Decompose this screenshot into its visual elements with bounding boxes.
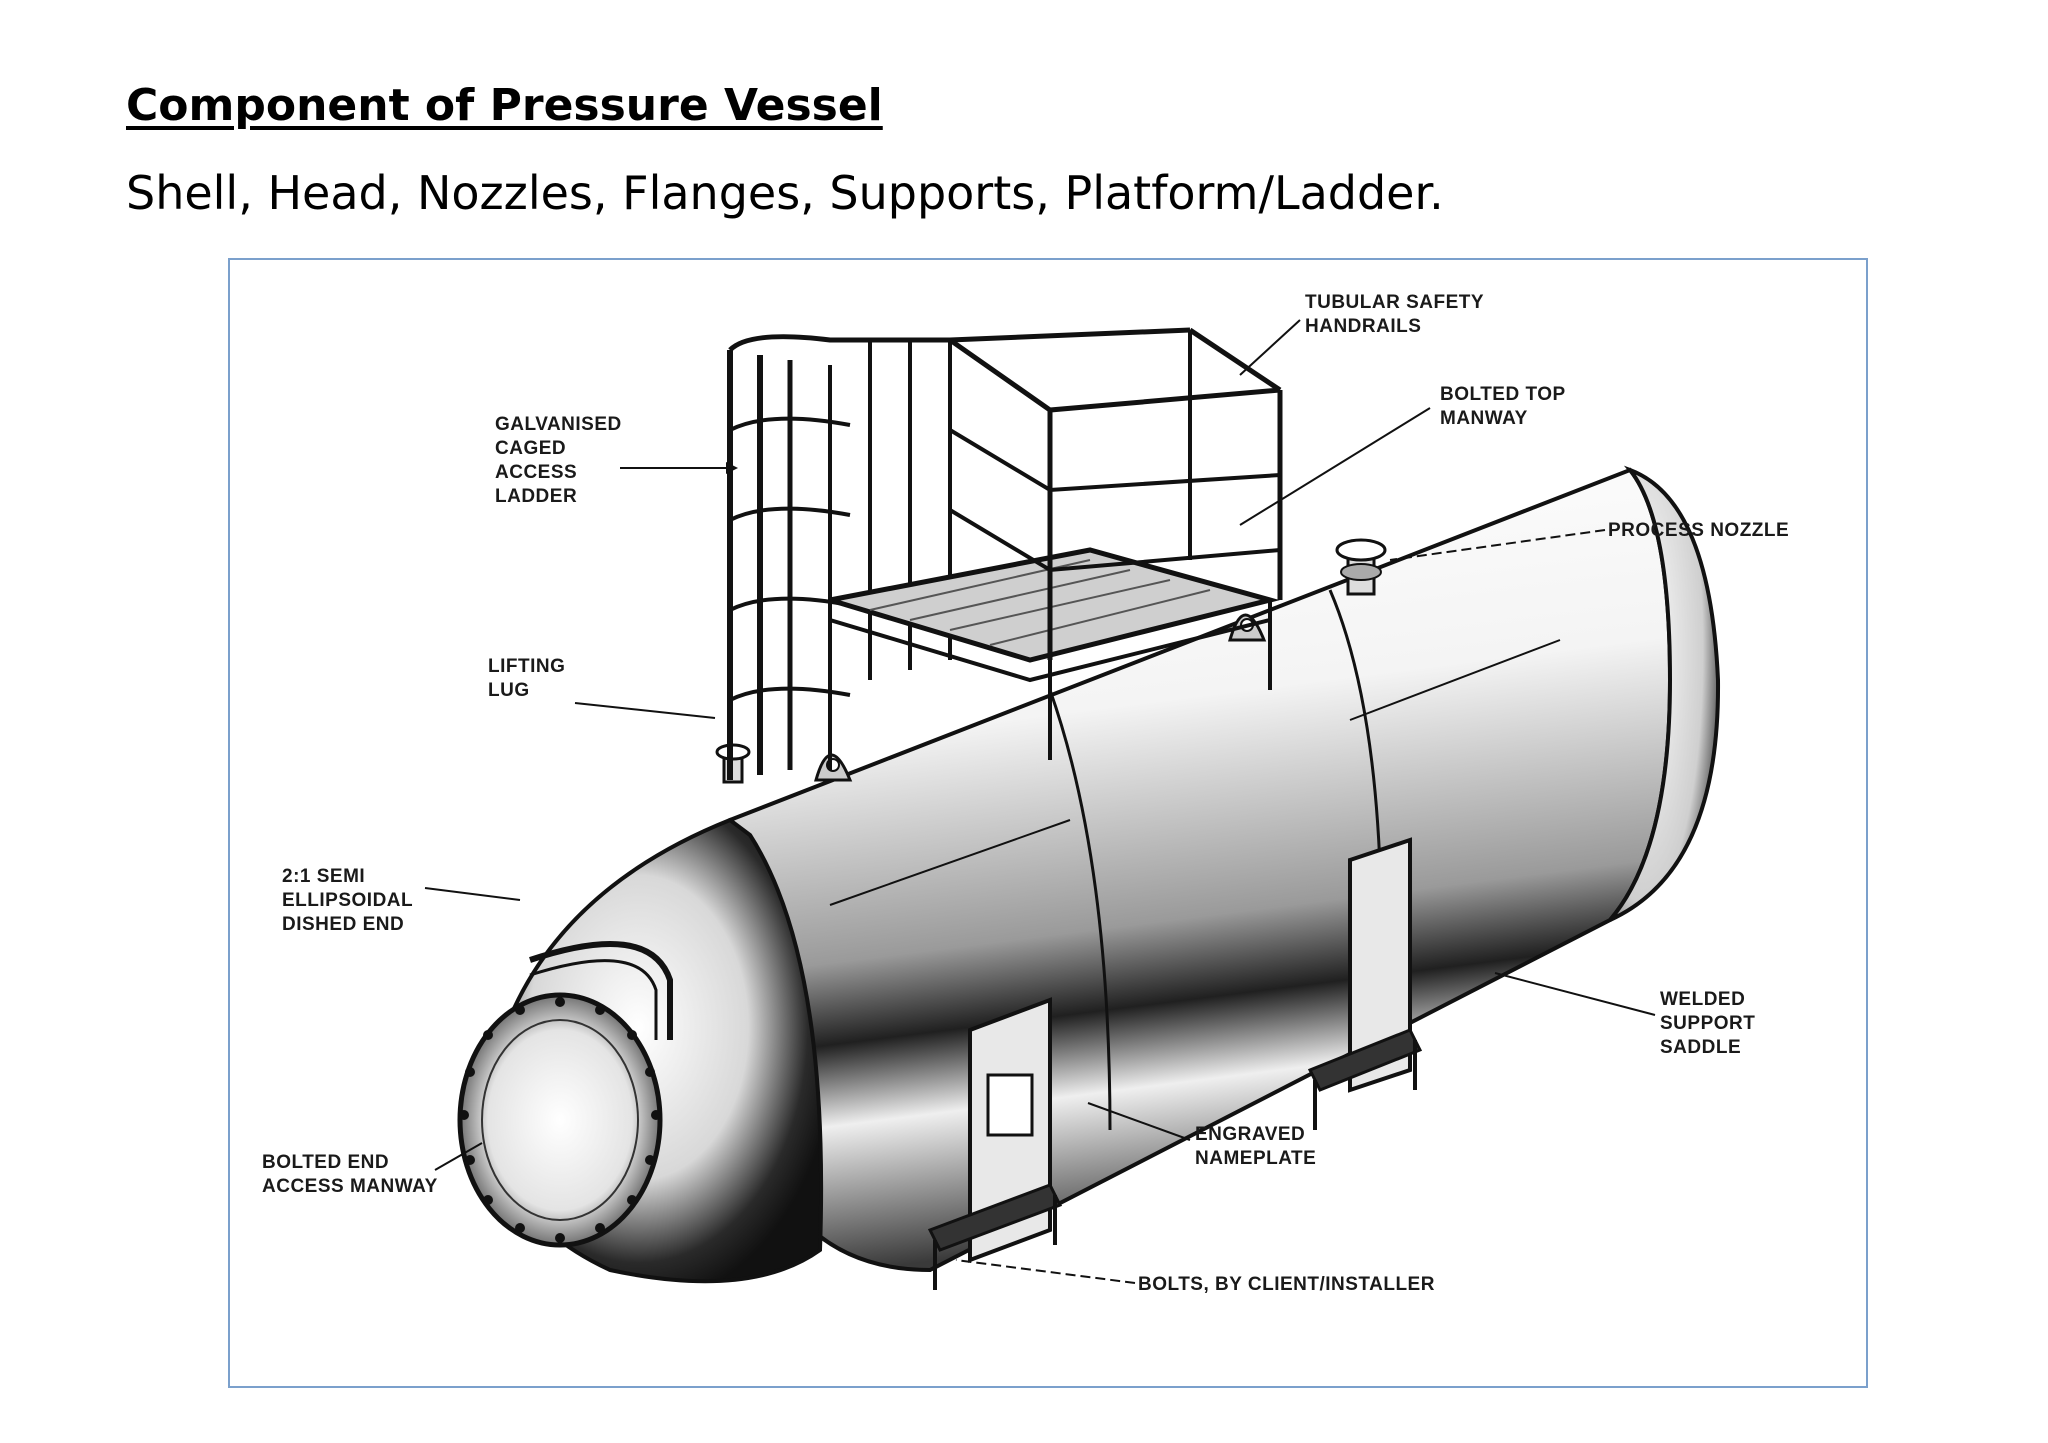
svg-text:WELDED: WELDED bbox=[1660, 989, 1745, 1010]
vessel-illustration: TUBULAR SAFETY HANDRAILS BOLTED TOP MANW… bbox=[262, 292, 1789, 1295]
svg-text:LUG: LUG bbox=[488, 680, 530, 701]
svg-text:BOLTS, BY CLIENT/INSTALLER: BOLTS, BY CLIENT/INSTALLER bbox=[1138, 1274, 1435, 1295]
support-saddle-rear bbox=[1307, 837, 1423, 1130]
svg-text:SADDLE: SADDLE bbox=[1660, 1037, 1741, 1058]
svg-text:GALVANISED: GALVANISED bbox=[495, 414, 622, 435]
svg-text:ENGRAVED: ENGRAVED bbox=[1195, 1124, 1305, 1145]
svg-text:CAGED: CAGED bbox=[495, 438, 566, 459]
svg-text:2:1 SEMI: 2:1 SEMI bbox=[282, 866, 365, 887]
svg-text:LIFTING: LIFTING bbox=[488, 656, 565, 677]
label-top-manway: BOLTED TOP MANWAY bbox=[1440, 384, 1566, 429]
platform-handrails bbox=[828, 327, 1283, 760]
pressure-vessel-diagram: TUBULAR SAFETY HANDRAILS BOLTED TOP MANW… bbox=[228, 258, 1868, 1388]
label-end-manway: BOLTED END ACCESS MANWAY bbox=[262, 1152, 438, 1197]
svg-text:ACCESS MANWAY: ACCESS MANWAY bbox=[262, 1176, 438, 1197]
svg-text:ELLIPSOIDAL: ELLIPSOIDAL bbox=[282, 890, 413, 911]
svg-text:NAMEPLATE: NAMEPLATE bbox=[1195, 1148, 1316, 1169]
svg-text:TUBULAR SAFETY: TUBULAR SAFETY bbox=[1305, 292, 1484, 313]
label-ladder: GALVANISED CAGED ACCESS LADDER bbox=[495, 414, 622, 507]
page-title: Component of Pressure Vessel bbox=[126, 80, 883, 131]
caged-access-ladder bbox=[727, 334, 952, 780]
end-manway-flange bbox=[457, 941, 673, 1248]
svg-text:BOLTED END: BOLTED END bbox=[262, 1152, 389, 1173]
process-nozzle bbox=[1335, 538, 1387, 596]
component-list: Shell, Head, Nozzles, Flanges, Supports,… bbox=[126, 166, 1444, 220]
label-support-saddle: WELDED SUPPORT SADDLE bbox=[1660, 989, 1755, 1058]
label-bolts: BOLTS, BY CLIENT/INSTALLER bbox=[1138, 1274, 1435, 1295]
svg-text:SUPPORT: SUPPORT bbox=[1660, 1013, 1755, 1034]
label-lifting-lug: LIFTING LUG bbox=[488, 656, 565, 701]
callout-leaders bbox=[424, 319, 1656, 1284]
label-dished-end: 2:1 SEMI ELLIPSOIDAL DISHED END bbox=[282, 866, 413, 935]
nameplate bbox=[986, 1073, 1034, 1137]
label-nameplate: ENGRAVED NAMEPLATE bbox=[1195, 1124, 1316, 1169]
svg-text:HANDRAILS: HANDRAILS bbox=[1305, 316, 1421, 337]
svg-text:DISHED END: DISHED END bbox=[282, 914, 404, 935]
svg-text:LADDER: LADDER bbox=[495, 486, 577, 507]
svg-text:MANWAY: MANWAY bbox=[1440, 408, 1528, 429]
support-saddle-front bbox=[927, 997, 1063, 1290]
svg-text:BOLTED TOP: BOLTED TOP bbox=[1440, 384, 1566, 405]
label-handrails: TUBULAR SAFETY HANDRAILS bbox=[1305, 292, 1484, 337]
svg-text:PROCESS NOZZLE: PROCESS NOZZLE bbox=[1608, 520, 1789, 541]
label-process-nozzle: PROCESS NOZZLE bbox=[1608, 520, 1789, 541]
svg-text:ACCESS: ACCESS bbox=[495, 462, 577, 483]
